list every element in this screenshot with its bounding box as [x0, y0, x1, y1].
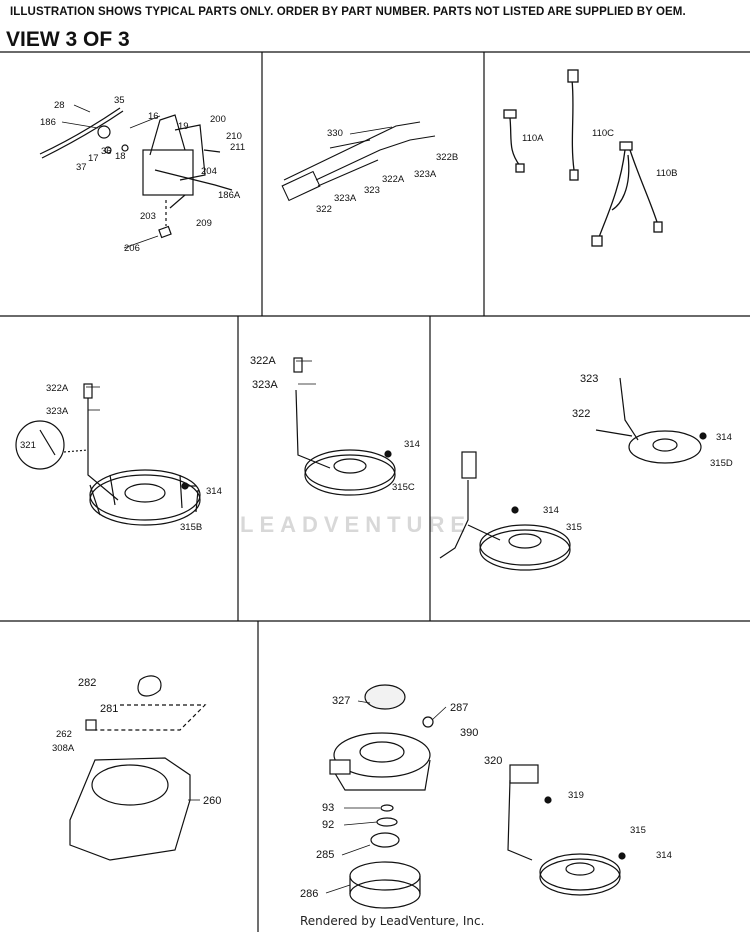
watermark: LEADVENTURE [240, 512, 472, 537]
part-label: 319 [568, 790, 584, 801]
wire-kit [281, 121, 436, 202]
part-label: 92 [322, 819, 334, 831]
part-label: 390 [460, 727, 478, 739]
part-label: 315 [630, 825, 646, 836]
part-label: 36 [101, 146, 112, 157]
blower-shroud [69, 675, 207, 861]
part-label: 262 [56, 729, 72, 740]
controls-assembly [39, 107, 233, 239]
part-label: 314 [404, 439, 420, 450]
part-label: 320 [484, 755, 502, 767]
part-label: 93 [322, 802, 334, 814]
part-label: 110A [522, 133, 544, 144]
part-label: 323 [364, 185, 380, 196]
part-label: 287 [450, 702, 468, 714]
part-label: 35 [114, 95, 125, 106]
part-label: 322 [316, 204, 332, 215]
part-label: 314 [716, 432, 732, 443]
part-label: 330 [327, 128, 343, 139]
part-label: 260 [203, 795, 221, 807]
part-label: 327 [332, 695, 350, 707]
part-label: 315B [180, 522, 202, 533]
part-label: 323A [252, 379, 278, 391]
wire-harness [503, 69, 663, 247]
part-label: 314 [206, 486, 222, 497]
part-label: 186A [218, 190, 241, 201]
part-label: 314 [543, 505, 559, 516]
starter-assembly [329, 684, 626, 909]
alternator-315b [15, 383, 201, 526]
leader-lines [61, 104, 447, 894]
part-label: 206 [124, 243, 140, 254]
part-label: 204 [201, 166, 217, 177]
part-label: 308A [52, 743, 75, 754]
part-label: 210 [226, 131, 242, 142]
alternator-315c [293, 357, 396, 496]
part-label: 110B [656, 168, 677, 179]
part-label: 315 [566, 522, 582, 533]
footer-credit: Rendered by LeadVenture, Inc. [300, 914, 485, 928]
part-label: 314 [656, 850, 672, 861]
part-label: 186 [40, 117, 56, 128]
part-label: 28 [54, 100, 65, 111]
part-label: 282 [78, 677, 96, 689]
part-label: 322A [250, 355, 276, 367]
part-label: 323A [334, 193, 357, 204]
part-label: 16 [148, 111, 159, 122]
part-label: 322B [436, 152, 458, 163]
part-label: 211 [230, 142, 245, 153]
part-label: 322A [382, 174, 405, 185]
part-label: 286 [300, 888, 318, 900]
part-label: 322 [572, 408, 590, 420]
part-label: 323 [580, 373, 598, 385]
part-label: 18 [115, 151, 126, 162]
part-label: 19 [178, 121, 189, 132]
view-title: VIEW 3 OF 3 [6, 28, 130, 51]
part-label: 322A [46, 383, 69, 394]
part-label: 315C [392, 482, 415, 493]
part-label: 281 [100, 703, 118, 715]
part-label: 285 [316, 849, 334, 861]
part-label: 17 [88, 153, 99, 164]
part-label: 203 [140, 211, 156, 222]
part-label: 37 [76, 162, 87, 173]
panel-grid [0, 51, 750, 932]
part-label: 200 [210, 114, 226, 125]
part-label: 323A [46, 406, 69, 417]
header-notice: ILLUSTRATION SHOWS TYPICAL PARTS ONLY. O… [10, 6, 686, 18]
part-label: 321 [20, 440, 36, 451]
alternator-315d [439, 377, 707, 571]
part-label: 323A [414, 169, 437, 180]
part-labels: 28 35 186 16 19 200 17 36 18 37 210 211 … [20, 95, 733, 900]
part-label: 110C [592, 128, 614, 139]
part-label: 209 [196, 218, 212, 229]
part-label: 315D [710, 458, 733, 469]
